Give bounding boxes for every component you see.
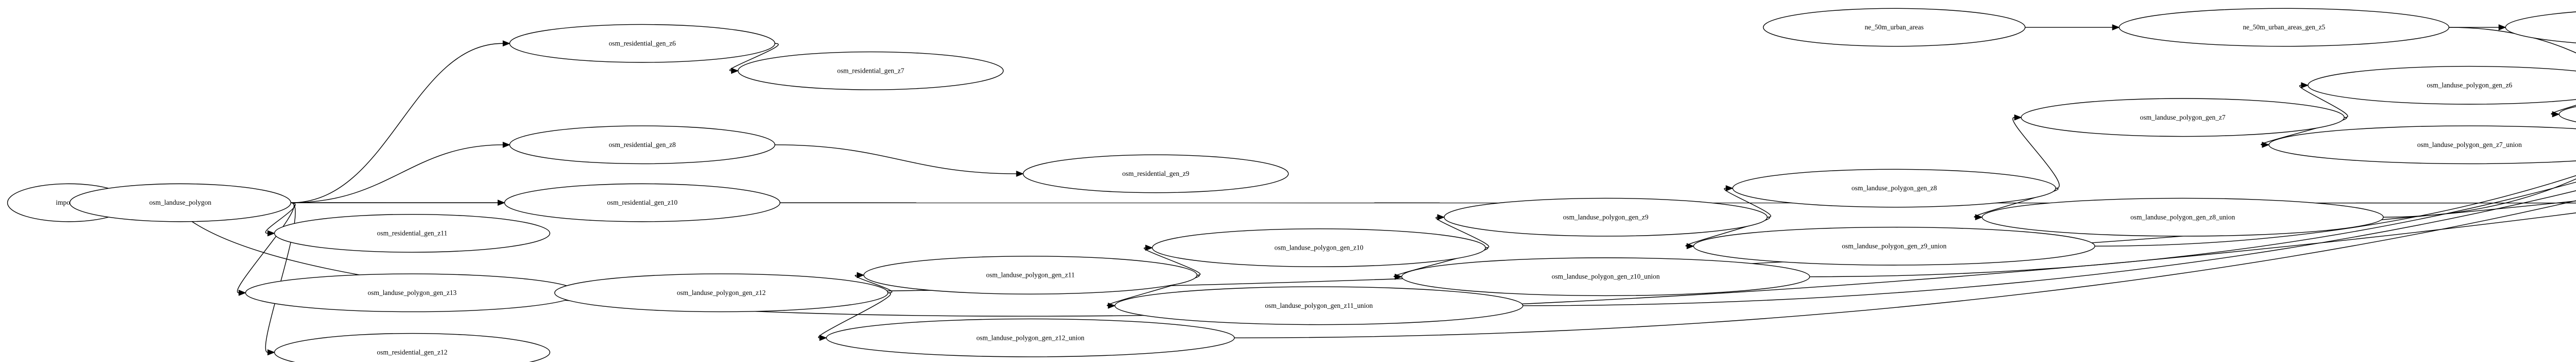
graph-node[interactable]: osm_residential_gen_z9 — [1023, 154, 1289, 193]
edge-to-legend — [291, 202, 2576, 204]
node-label: osm_landuse_polygon_gen_z9_union — [1842, 242, 1946, 250]
edge — [2025, 24, 2120, 30]
graph-node[interactable]: osm_landuse_polygon_gen_z8_union — [1981, 198, 2384, 237]
edge — [729, 43, 779, 74]
graph-node[interactable]: osm_residential_gen_z6 — [509, 24, 775, 63]
graph-node[interactable]: osm_landuse_polygon_gen_z10 — [1151, 228, 1486, 267]
edge-to-legend — [1809, 182, 2576, 277]
graph-node[interactable]: osm_landuse_polygon_gen_z9_union — [1693, 226, 2095, 266]
node-label: osm_landuse_polygon_gen_z6 — [2427, 81, 2512, 89]
node-label: osm_residential_gen_z7 — [837, 67, 904, 74]
edge-to-legend — [1522, 190, 2576, 306]
node-label: osm_landuse_polygon_gen_z9 — [1563, 213, 1649, 221]
edge — [291, 40, 511, 203]
graph-node[interactable]: ne_50m_urban_areas_gen_z5 — [2119, 8, 2450, 47]
node-label: osm_landuse_polygon_gen_z12_union — [976, 334, 1084, 341]
edge — [818, 292, 891, 341]
graph-node[interactable]: osm_landuse_polygon_gen_z6 — [2308, 65, 2576, 105]
node-label: osm_landuse_polygon_gen_z11 — [986, 271, 1075, 279]
node-label: osm_landuse_polygon_gen_z8_union — [2130, 213, 2235, 221]
node-label: osm_residential_gen_z8 — [609, 141, 676, 149]
edge — [1143, 244, 1201, 276]
graph-node[interactable]: osm_residential_gen_z8 — [509, 125, 775, 164]
graph-node[interactable]: osm_landuse_polygon_gen_z11 — [863, 256, 1198, 294]
edge — [1685, 217, 1770, 250]
graph-node[interactable]: osm_landuse_polygon_gen_z9 — [1444, 198, 1768, 237]
node-label: osm_residential_gen_z11 — [377, 229, 447, 237]
node-label: osm_residential_gen_z6 — [609, 39, 676, 47]
node-label: osm_landuse_polygon_gen_z10_union — [1552, 273, 1660, 281]
graph-node[interactable]: osm_residential_gen_z12 — [274, 333, 550, 362]
edge-to-legend — [2449, 27, 2576, 54]
node-label: osm_landuse_polygon_gen_z12 — [677, 289, 766, 297]
edge — [2260, 117, 2347, 148]
edge — [1393, 247, 1488, 280]
node-label: osm_residential_gen_z9 — [1122, 170, 1189, 177]
edge — [291, 141, 511, 203]
graph-node[interactable]: osm_landuse_polygon_gen_z12_union — [826, 318, 1235, 357]
graph-node[interactable]: osm_landuse_polygon_gen_z12 — [554, 273, 889, 312]
node-label: ne_50m_urban_areas — [1865, 23, 1924, 31]
node-label: osm_residential_gen_z10 — [607, 199, 677, 206]
edge-to-legend — [1234, 200, 2576, 338]
graph-node[interactable]: ne_50m_urban_areas_gen_z4 — [2505, 8, 2576, 46]
node-label: osm_landuse_polygon_gen_z10 — [1275, 244, 1364, 252]
edge — [237, 202, 295, 296]
edge — [775, 144, 1024, 177]
edge — [265, 202, 296, 237]
node-label: osm_landuse_polygon — [149, 199, 212, 206]
node-label: osm_landuse_polygon_gen_z7_union — [2417, 141, 2522, 149]
node-label: osm_landuse_polygon_gen_z11_union — [1265, 302, 1373, 309]
node-label: osm_landuse_polygon_gen_z8 — [1852, 184, 1937, 192]
node-label: osm_residential_gen_z12 — [377, 348, 448, 356]
graph-node[interactable]: osm_landuse_polygon_gen_z13 — [245, 273, 580, 312]
edge — [855, 272, 892, 293]
graph-node[interactable]: osm_landuse_polygon_gen_z8 — [1732, 169, 2056, 208]
edge — [1435, 214, 1489, 249]
graph-node[interactable]: osm_landuse_polygon — [69, 183, 292, 222]
graph-node[interactable]: osm_residential_gen_z10 — [504, 183, 781, 222]
edge — [265, 202, 296, 356]
edge — [1107, 274, 1200, 309]
graph-node[interactable]: osm_landuse_polygon_gen_z7 — [2021, 98, 2345, 137]
node-label: ne_50m_urban_areas_gen_z5 — [2243, 23, 2325, 31]
graph-node[interactable]: osm_landuse_polygon_gen_z6_union — [2558, 95, 2576, 134]
edge — [2012, 114, 2060, 189]
edge — [2551, 105, 2576, 118]
edge-to-legend — [2383, 178, 2576, 218]
node-label: osm_landuse_polygon_gen_z7 — [2140, 113, 2226, 121]
graph-node[interactable]: ne_50m_urban_areas — [1762, 8, 2026, 47]
graph-node[interactable]: osm_residential_gen_z11 — [274, 213, 550, 253]
graph-node[interactable]: osm_landuse_polygon_gen_z7_union — [2268, 125, 2576, 164]
graph-node[interactable]: osm_residential_gen_z7 — [737, 51, 1004, 90]
edge-to-legend — [2095, 175, 2576, 247]
graph-node[interactable]: osm_landuse_polygon_gen_z10_union — [1401, 257, 1810, 297]
node-label: osm_landuse_polygon_gen_z13 — [368, 289, 457, 297]
edge — [2299, 82, 2348, 118]
graph-node[interactable]: osm_landuse_polygon_gen_z11_union — [1114, 286, 1523, 325]
